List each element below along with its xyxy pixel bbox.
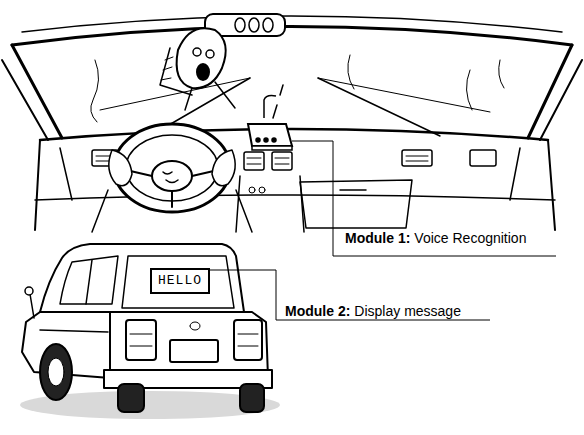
module-function: Voice Recognition [414, 230, 526, 246]
voice-device [248, 96, 292, 151]
leader-line [292, 141, 556, 256]
led-display: HELLO [150, 268, 210, 294]
leader-line [210, 270, 490, 320]
module-name: Module 1: [345, 230, 410, 246]
module-name: Module 2: [285, 303, 350, 319]
module-function: Display message [354, 303, 461, 319]
callout-label: Module 1:Voice Recognition [345, 229, 526, 247]
callout-label: Module 2:Display message [285, 302, 461, 320]
car-interior [2, 14, 582, 232]
display-text: HELLO [158, 273, 202, 289]
